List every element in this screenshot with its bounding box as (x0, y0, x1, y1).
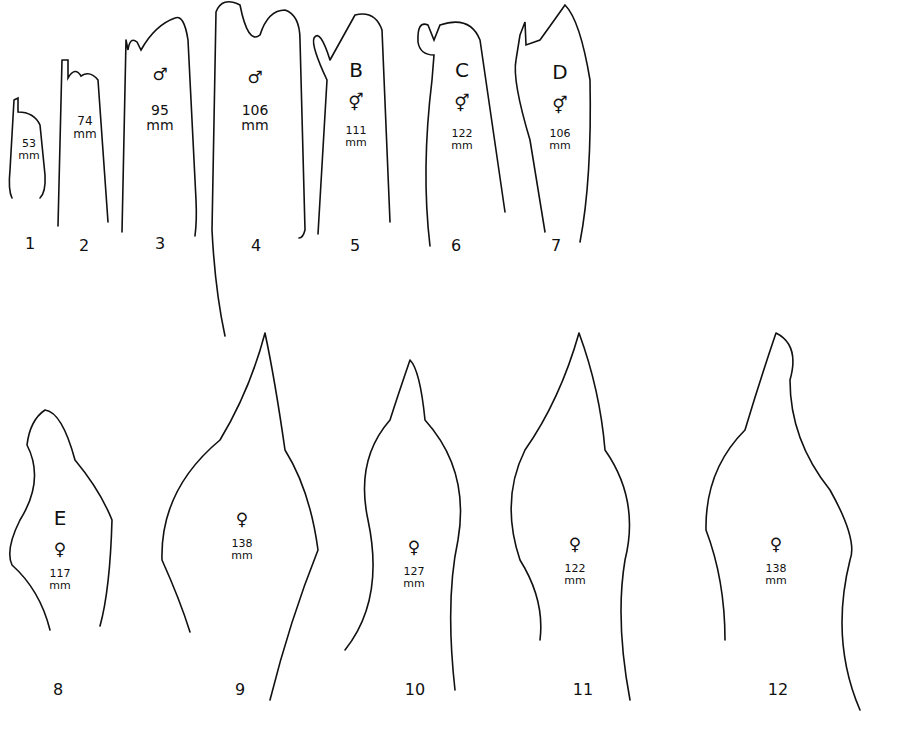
length-label: 122 mm (451, 128, 472, 151)
gonad-outline: ♂95 mm3 (120, 10, 205, 235)
specimen-letter: E (54, 508, 67, 529)
length-label: 138 mm (231, 538, 252, 561)
sex-symbol: ♀ (569, 536, 581, 554)
outline-drawing (210, 0, 305, 340)
outline-drawing (55, 55, 115, 230)
length-label: 127 mm (403, 566, 424, 589)
outline-drawing (500, 330, 640, 705)
gonad-outline: B⚥111 mm5 (308, 10, 390, 245)
sex-symbol: ♂ (152, 66, 167, 84)
outline-drawing (505, 0, 595, 245)
sex-symbol: ♀ (408, 539, 420, 557)
sex-symbol: ⚥ (552, 97, 567, 115)
length-label: 95 mm (146, 103, 173, 132)
figure-number: 8 (53, 682, 63, 699)
gonad-outline: ♀ 122 mm 11 (500, 330, 640, 705)
outline-path (515, 5, 590, 242)
outline-drawing (340, 355, 465, 695)
figure-number: 12 (768, 682, 788, 699)
outline-path (10, 410, 112, 630)
figure-number: 7 (551, 238, 561, 255)
length-label: 117 mm (49, 568, 70, 591)
sex-symbol: ⚥ (454, 95, 469, 113)
length-label: 74 mm (73, 115, 96, 140)
specimen-letter: D (552, 62, 567, 83)
length-label: 53 mm (18, 138, 39, 161)
gonad-outline: C⚥122 mm6 (410, 18, 505, 248)
gonad-outline: ♀ 138 mm 9 (150, 330, 320, 705)
outline-path (511, 333, 630, 700)
specimen-letter: B (349, 60, 363, 81)
gonad-outline: E♀117 mm8 (5, 405, 120, 635)
figure-number: 3 (155, 236, 165, 253)
outline-path (9, 98, 45, 198)
figure-number: 4 (251, 238, 261, 255)
outline-path (345, 360, 461, 690)
sex-symbol: ♂ (247, 69, 262, 87)
outline-path (58, 60, 108, 226)
length-label: 106 mm (549, 128, 570, 151)
outline-path (122, 17, 196, 236)
length-label: 106 mm (241, 103, 268, 132)
length-label: 111 mm (345, 125, 366, 148)
length-label: 122 mm (564, 563, 585, 586)
outline-path (418, 22, 505, 246)
specimen-letter: C (455, 60, 469, 81)
outline-drawing (700, 325, 870, 715)
gonad-outline: ♀127 mm10 (340, 355, 465, 695)
outline-path (162, 333, 318, 700)
outline-drawing (150, 330, 320, 705)
gonad-outline: 74 mm2 (55, 55, 115, 230)
gonad-outline: 53 mm1 (5, 95, 50, 200)
figure-number: 9 (235, 682, 245, 699)
outline-path (314, 14, 390, 234)
figure-number: 5 (350, 238, 360, 255)
sex-symbol: ♀ (236, 511, 248, 529)
outline-path (706, 333, 860, 710)
figure-number: 6 (451, 238, 461, 255)
outline-path (212, 2, 305, 336)
gonad-outline: ♀ 138 mm 12 (700, 325, 870, 715)
figure-number: 2 (79, 238, 89, 255)
sex-symbol: ♀ (54, 541, 66, 559)
sex-symbol: ♀ (770, 536, 782, 554)
sex-symbol: ⚥ (348, 94, 363, 112)
gonad-outline: ♂ 106 mm 4 (210, 0, 305, 340)
figure-number: 1 (25, 236, 35, 253)
figure-number: 10 (405, 682, 425, 699)
figure-number: 11 (573, 682, 593, 699)
gonad-outline: D⚥106 mm7 (505, 0, 595, 245)
length-label: 138 mm (765, 563, 786, 586)
